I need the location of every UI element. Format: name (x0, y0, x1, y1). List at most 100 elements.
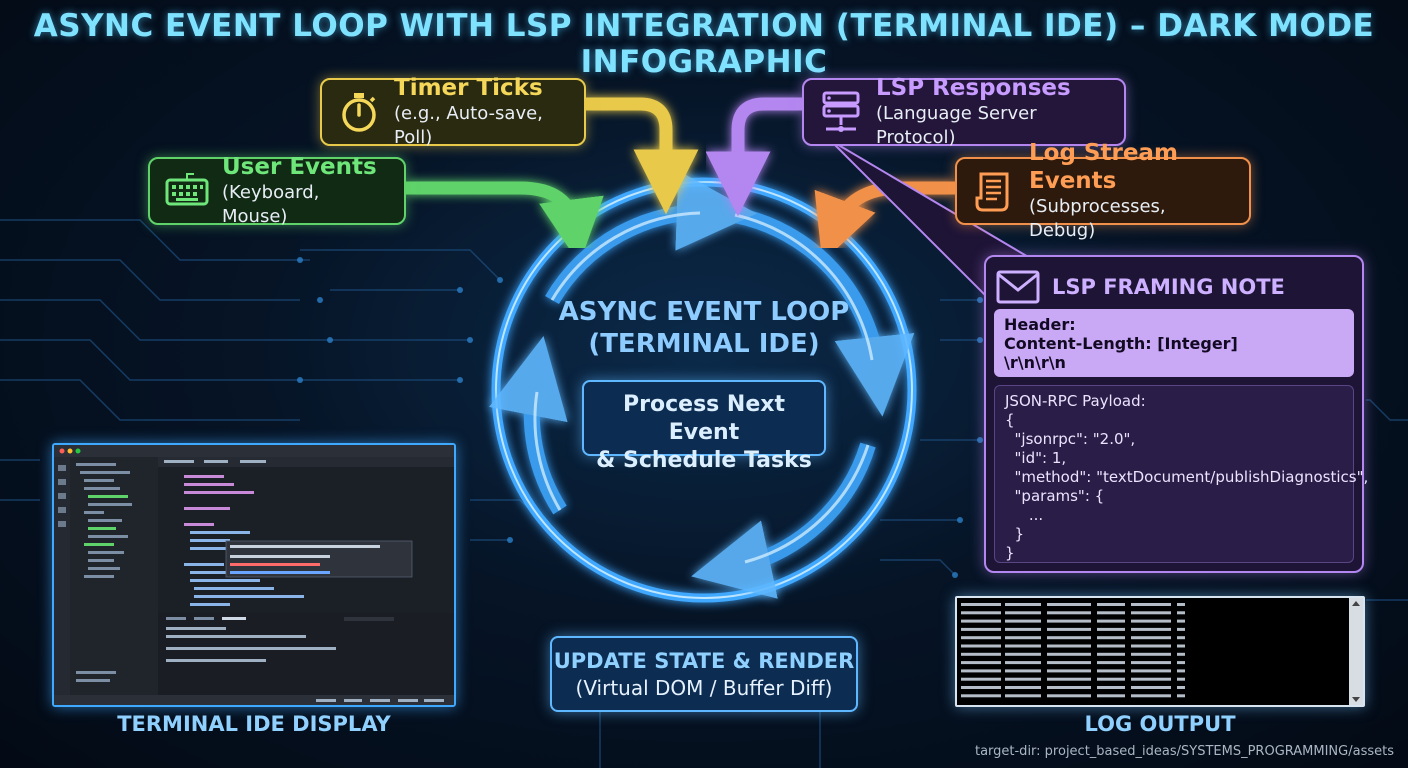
log-text-fragment (1131, 603, 1171, 606)
process-line2: & Schedule Tasks (596, 448, 812, 473)
log-text-fragment (1131, 669, 1171, 673)
update-render-title: UPDATE STATE & RENDER (553, 649, 855, 673)
note-header-line: \r\n\r\n (1004, 353, 1066, 372)
log-text-fragment (1177, 636, 1185, 640)
log-text-fragment (1047, 694, 1091, 698)
ide-display-label: TERMINAL IDE DISPLAY (117, 712, 391, 736)
log-text-fragment (1047, 611, 1091, 615)
log-text-fragment (961, 694, 1001, 698)
lsp-framing-note: LSP FRAMING NOTE Header: Content-Length:… (984, 255, 1369, 573)
log-text-fragment (1047, 686, 1091, 689)
payload-line: JSON-RPC Payload: (1005, 392, 1146, 410)
log-text-fragment (1131, 652, 1171, 656)
timer-ticks-subtitle: (e.g., Auto-save, Poll) (394, 103, 543, 148)
user-events-source: User Events (Keyboard, Mouse) (148, 154, 406, 227)
log-text-fragment (1177, 669, 1185, 673)
terminal-ide-screenshot (52, 443, 456, 707)
payload-line: ... (1005, 506, 1044, 524)
timer-arrow (586, 97, 699, 215)
stopwatch-icon (342, 93, 376, 132)
log-text-fragment (1005, 644, 1041, 648)
user-events-subtitle: (Keyboard, Mouse) (222, 182, 320, 227)
log-text-fragment (1177, 619, 1185, 623)
log-output-graphic (961, 598, 1363, 705)
log-text-fragment (1097, 669, 1125, 673)
scroll-icon (975, 172, 1009, 212)
loop-title-line1: ASYNC EVENT LOOP (558, 297, 850, 327)
log-stream-subtitle: (Subprocesses, Debug) (1029, 196, 1166, 241)
log-text-fragment (961, 669, 1001, 673)
log-text-fragment (1005, 669, 1041, 673)
loop-title: ASYNC EVENT LOOP (TERMINAL IDE) (554, 296, 854, 360)
log-text-fragment (961, 677, 1001, 681)
log-text-fragment (1177, 677, 1185, 681)
note-header-section: Header: Content-Length: [Integer] \r\n\r… (994, 309, 1354, 377)
payload-line: { (1005, 411, 1015, 429)
log-text-fragment (961, 661, 1001, 665)
log-text-fragment (1005, 636, 1041, 640)
payload-line: "params": { (1005, 487, 1105, 505)
envelope-icon (996, 270, 1040, 304)
page-title: ASYNC EVENT LOOP WITH LSP INTEGRATION (T… (33, 8, 1375, 80)
log-text-fragment (1047, 644, 1091, 648)
process-line1: Process Next Event (623, 392, 785, 445)
timer-ticks-title: Timer Ticks (394, 75, 543, 101)
log-text-fragment (1097, 652, 1125, 656)
log-stream-title: Log Stream Events (1029, 140, 1178, 194)
log-text-fragment (1047, 619, 1091, 623)
log-text-fragment (1177, 652, 1185, 656)
log-text-fragment (1131, 677, 1171, 681)
log-text-fragment (1005, 677, 1041, 681)
log-text-fragment (1047, 652, 1091, 656)
log-text-fragment (1131, 661, 1171, 665)
log-text-fragment (1047, 669, 1091, 673)
log-text-fragment (1005, 603, 1041, 606)
payload-line: } (1005, 525, 1025, 543)
log-text-fragment (1047, 677, 1091, 681)
log-text-fragment (1131, 619, 1171, 623)
log-text-fragment (1005, 611, 1041, 615)
log-text-fragment (1131, 686, 1171, 689)
log-text-fragment (1047, 636, 1091, 640)
log-text-fragment (961, 652, 1001, 656)
log-text-fragment (961, 686, 1001, 689)
log-text-fragment (1177, 694, 1185, 698)
log-text-fragment (961, 627, 1001, 631)
log-text-fragment (1097, 627, 1125, 631)
log-text-fragment (961, 611, 1001, 615)
timer-ticks-source: Timer Ticks (e.g., Auto-save, Poll) (320, 75, 586, 148)
log-text-fragment (1177, 661, 1185, 665)
note-title: LSP FRAMING NOTE (1052, 275, 1285, 299)
log-text-fragment (1097, 661, 1125, 665)
user-events-title: User Events (222, 154, 377, 180)
process-event-box: Process Next Event & Schedule Tasks (582, 380, 826, 473)
ide-mockup-graphic (54, 445, 454, 705)
payload-line: "jsonrpc": "2.0", (1005, 430, 1136, 448)
log-text-fragment (1047, 603, 1091, 606)
log-text-fragment (1177, 603, 1185, 606)
log-text-fragment (1005, 652, 1041, 656)
log-text-fragment (961, 603, 1001, 606)
log-text-fragment (1005, 627, 1041, 631)
log-text-fragment (1131, 644, 1171, 648)
log-text-fragment (961, 636, 1001, 640)
log-text-fragment (1047, 627, 1091, 631)
log-output-label: LOG OUTPUT (1084, 712, 1236, 736)
log-text-fragment (1097, 694, 1125, 698)
log-text-fragment (1097, 636, 1125, 640)
log-text-fragment (1131, 636, 1171, 640)
payload-line: "method": "textDocument/publishDiagnosti… (1005, 468, 1369, 486)
payload-line: "id": 1, (1005, 449, 1067, 467)
payload-line: } (1005, 544, 1015, 562)
log-text-fragment (1005, 694, 1041, 698)
log-text-fragment (1097, 644, 1125, 648)
log-text-fragment (1005, 686, 1041, 689)
log-text-fragment (1131, 611, 1171, 615)
loop-title-line2: (TERMINAL IDE) (588, 329, 820, 359)
server-icon (822, 91, 860, 132)
lsp-responses-title: LSP Responses (876, 75, 1071, 101)
lsp-responses-source: LSP Responses (Language Server Protocol) (802, 75, 1126, 148)
lsp-responses-subtitle: (Language Server Protocol) (876, 103, 1037, 148)
log-text-fragment (1177, 611, 1185, 615)
